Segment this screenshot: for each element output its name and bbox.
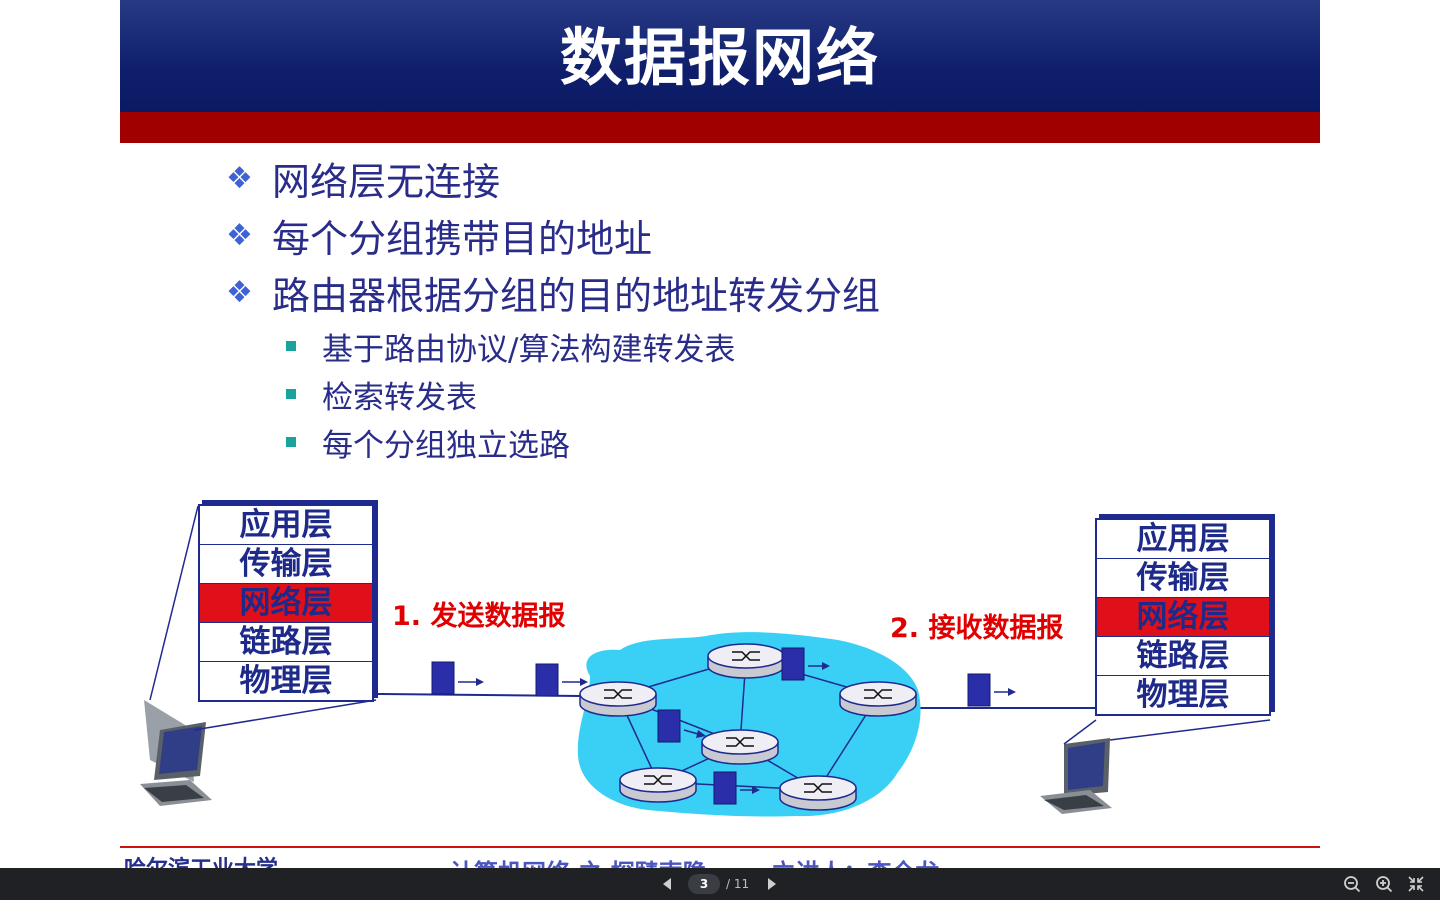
bullet-item: ❖ 每个分组携带目的地址: [226, 207, 1226, 264]
chevron-left-icon: [663, 878, 671, 890]
zoom-in-icon: [1376, 876, 1393, 893]
datagram-packet-icon: [967, 673, 1016, 707]
datagram-packet-icon: [781, 647, 830, 681]
page-number-input[interactable]: 3: [688, 874, 720, 894]
right-protocol-stack: 应用层 传输层 网络层 链路层 物理层: [1095, 518, 1271, 716]
title-red-band: [120, 112, 1320, 143]
stack-layer-transport: 传输层: [200, 545, 372, 584]
datagram-packet-icon: [713, 771, 760, 805]
page-navigation: 3 / 11: [656, 868, 783, 900]
stack-layer-network: 网络层: [1097, 598, 1269, 637]
stack-layer-link: 链路层: [1097, 637, 1269, 676]
bullet-item: ❖ 网络层无连接: [226, 150, 1226, 207]
chevron-right-icon: [768, 878, 777, 890]
step-receive-label: 2. 接收数据报: [890, 613, 1064, 644]
zoom-in-button[interactable]: [1372, 872, 1396, 896]
right-computer-icon: [1040, 738, 1112, 814]
previous-page-button[interactable]: [656, 873, 678, 895]
viewer-toolbar: 3 / 11: [0, 868, 1440, 900]
sub-bullet-text: 每个分组独立选路: [322, 427, 570, 464]
sub-bullet-item: 每个分组独立选路: [286, 418, 735, 466]
bullet-text: 网络层无连接: [272, 160, 501, 204]
sub-bullet-text: 基于路由协议/算法构建转发表: [322, 331, 736, 368]
university-logo: 哈尔滨工业大学: [124, 851, 334, 868]
footer-divider: [120, 846, 1320, 848]
course-footer-text: 计算机网络 之 探赜索隐 —— 立讲人：李全龙: [450, 853, 939, 868]
bullet-list: ❖ 网络层无连接 ❖ 每个分组携带目的地址 ❖ 路由器根据分组的目的地址转发分组: [226, 150, 1226, 321]
stack-layer-physical: 物理层: [239, 663, 333, 699]
router-icon: [839, 681, 917, 717]
title-bar: 数据报网络: [120, 0, 1320, 112]
slide-title: 数据报网络: [559, 21, 880, 94]
diamond-bullet-icon: ❖: [226, 275, 253, 310]
stack-layer-application: 应用层: [1097, 520, 1269, 559]
stack-layer-transport: 传输层: [1097, 559, 1269, 598]
fit-page-button[interactable]: [1404, 872, 1428, 896]
router-icon: [707, 643, 785, 679]
router-icon: [619, 767, 697, 803]
zoom-out-icon: [1344, 876, 1361, 893]
stack-layer-network: 网络层: [200, 584, 372, 623]
zoom-controls: [1340, 872, 1428, 896]
datagram-packet-icon: [657, 709, 706, 743]
collapse-arrows-icon: [1408, 876, 1424, 892]
bullet-item: ❖ 路由器根据分组的目的地址转发分组: [226, 264, 1226, 321]
page-total: / 11: [726, 877, 750, 891]
next-page-button[interactable]: [761, 873, 783, 895]
diamond-bullet-icon: ❖: [226, 161, 253, 196]
datagram-packet-icon: [535, 663, 588, 697]
router-icon: [779, 775, 857, 811]
zoom-out-button[interactable]: [1340, 872, 1364, 896]
datagram-packet-icon: [431, 661, 484, 695]
square-bullet-icon: [286, 341, 296, 351]
diamond-bullet-icon: ❖: [226, 218, 253, 253]
router-icon: [701, 729, 779, 765]
stack-layer-physical: 物理层: [1136, 677, 1230, 713]
stack-layer-application: 应用层: [200, 506, 372, 545]
square-bullet-icon: [286, 389, 296, 399]
sub-bullet-item: 基于路由协议/算法构建转发表: [286, 322, 735, 370]
sub-bullet-text: 检索转发表: [322, 379, 477, 416]
bullet-text: 路由器根据分组的目的地址转发分组: [272, 274, 881, 318]
sub-bullet-list: 基于路由协议/算法构建转发表 检索转发表 每个分组独立选路: [286, 322, 735, 466]
left-protocol-stack: 应用层 传输层 网络层 链路层 物理层: [198, 504, 374, 702]
sub-bullet-item: 检索转发表: [286, 370, 735, 418]
left-computer-icon: [140, 700, 212, 806]
stack-layer-link: 链路层: [200, 623, 372, 662]
router-icon: [579, 681, 657, 717]
datagram-network-diagram: [140, 505, 1271, 817]
slide: 数据报网络 ❖ 网络层无连接 ❖ 每个分组携带目的地址 ❖ 路由器根据分组的目的地址转…: [120, 0, 1320, 868]
bullet-text: 每个分组携带目的地址: [272, 217, 653, 261]
step-send-label: 1. 发送数据报: [392, 601, 566, 632]
square-bullet-icon: [286, 437, 296, 447]
